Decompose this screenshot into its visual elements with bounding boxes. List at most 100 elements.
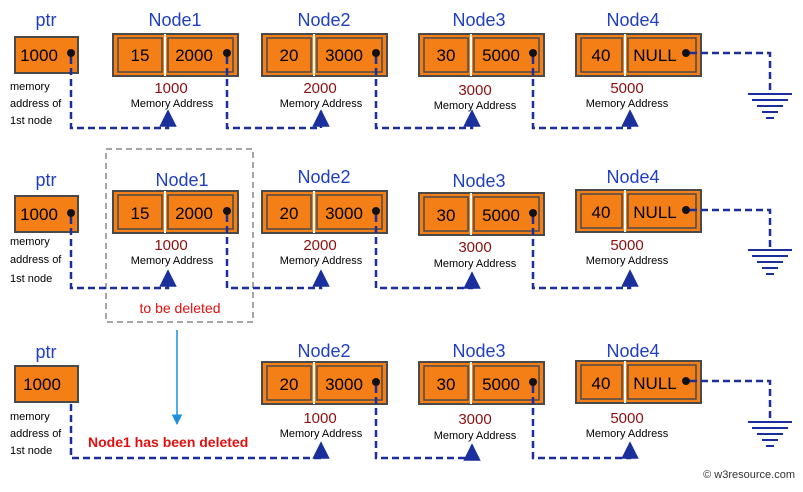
node-name: Node2 xyxy=(297,167,350,187)
pointer-dot xyxy=(372,49,380,57)
pointer-arrow xyxy=(69,217,177,290)
ptr-note-line-2: address of xyxy=(10,98,62,110)
node-data: 40 xyxy=(592,203,611,222)
pointer-arrow xyxy=(225,57,330,130)
node-name: Node4 xyxy=(606,10,659,30)
memory-address-label: Memory Address xyxy=(280,255,363,267)
node-box xyxy=(418,33,545,77)
node-address: 3000 xyxy=(458,82,491,99)
memory-address-label: Memory Address xyxy=(434,100,517,112)
pointer-dot xyxy=(529,209,537,217)
memory-address-label: Memory Address xyxy=(586,255,669,267)
node-next: NULL xyxy=(633,374,676,393)
node-box xyxy=(261,190,388,234)
ground-icon xyxy=(748,249,792,275)
pointer-dot xyxy=(223,207,231,215)
node-next: 3000 xyxy=(325,46,363,65)
node-data: 40 xyxy=(592,46,611,65)
node-name: Node1 xyxy=(155,170,208,190)
node-name: Node3 xyxy=(452,341,505,361)
node-address: 2000 xyxy=(303,237,336,254)
row-1: ptr 1000 memory address of 1st node Node… xyxy=(10,10,792,130)
memory-address-label: Memory Address xyxy=(586,428,669,440)
memory-address-label: Memory Address xyxy=(434,258,517,270)
node-next: 5000 xyxy=(482,46,520,65)
pointer-arrow xyxy=(374,57,481,130)
ptr-note-line-1: memory xyxy=(10,411,50,423)
node-box xyxy=(418,361,545,405)
ptr-box xyxy=(14,36,79,74)
node-box xyxy=(261,33,388,77)
ptr-note-line-2: address of xyxy=(10,254,62,266)
node-address: 5000 xyxy=(610,80,643,97)
node-deleted-label: Node1 has been deleted xyxy=(88,434,248,450)
node-address: 3000 xyxy=(458,239,491,256)
node-next: 3000 xyxy=(325,204,363,223)
pointer-arrow xyxy=(531,217,639,290)
delete-frame xyxy=(105,148,254,323)
node-address: 1000 xyxy=(303,410,336,427)
ground-icon xyxy=(748,93,792,119)
memory-address-label: Memory Address xyxy=(280,428,363,440)
null-line xyxy=(690,51,772,92)
memory-address-label: Memory Address xyxy=(280,98,363,110)
ground-icon xyxy=(748,421,792,447)
node-data: 20 xyxy=(280,375,299,394)
ptr-label: ptr xyxy=(35,342,56,362)
node-name: Node3 xyxy=(452,10,505,30)
memory-address-label: Memory Address xyxy=(434,430,517,442)
row-2: to be deleted ptr 1000 memory address of… xyxy=(10,148,792,426)
ptr-value: 1000 xyxy=(23,375,61,394)
node-next: NULL xyxy=(633,46,676,65)
node-data: 15 xyxy=(131,204,150,223)
memory-address-label: Memory Address xyxy=(131,98,214,110)
node-name: Node2 xyxy=(297,10,350,30)
pointer-arrow xyxy=(531,386,639,460)
node-data: 15 xyxy=(131,46,150,65)
pointer-dot xyxy=(372,207,380,215)
ptr-label: ptr xyxy=(35,170,56,190)
node-data: 40 xyxy=(592,374,611,393)
node-box xyxy=(575,360,702,404)
to-be-deleted-label: to be deleted xyxy=(140,300,221,316)
pointer-dot xyxy=(223,49,231,57)
ptr-label: ptr xyxy=(35,10,56,30)
pointer-arrow xyxy=(374,386,481,461)
node-box xyxy=(112,190,239,234)
ptr-note-line-1: memory xyxy=(10,81,50,93)
node-next: 2000 xyxy=(175,46,213,65)
pointer-dot xyxy=(682,206,690,214)
node-data: 30 xyxy=(437,46,456,65)
memory-address-label: Memory Address xyxy=(131,255,214,267)
node-data: 30 xyxy=(437,206,456,225)
node-next: 2000 xyxy=(175,204,213,223)
pointer-dot xyxy=(529,378,537,386)
node-box xyxy=(575,189,702,233)
node-box xyxy=(261,361,388,405)
node-address: 5000 xyxy=(610,410,643,427)
node-data: 20 xyxy=(280,204,299,223)
ptr-note-line-3: 1st node xyxy=(10,273,52,285)
copyright-label: © w3resource.com xyxy=(703,469,795,481)
pointer-dot xyxy=(682,49,690,57)
node-next: 3000 xyxy=(325,375,363,394)
pointer-dot xyxy=(529,49,537,57)
node-data: 20 xyxy=(280,46,299,65)
pointer-arrow xyxy=(374,215,481,290)
ptr-note-line-3: 1st node xyxy=(10,445,52,457)
node-name: Node4 xyxy=(606,341,659,361)
row-3: ptr 1000 memory address of 1st node Node… xyxy=(10,341,792,461)
node-box xyxy=(418,192,545,236)
node-next: 5000 xyxy=(482,375,520,394)
node-next: NULL xyxy=(633,203,676,222)
node-box xyxy=(112,33,239,77)
node-address: 1000 xyxy=(154,80,187,97)
null-line xyxy=(690,379,772,420)
node-address: 2000 xyxy=(303,80,336,97)
pointer-dot xyxy=(372,378,380,386)
node-address: 3000 xyxy=(458,411,491,428)
ptr-note-line-2: address of xyxy=(10,428,62,440)
node-data: 30 xyxy=(437,375,456,394)
null-line xyxy=(690,208,772,248)
